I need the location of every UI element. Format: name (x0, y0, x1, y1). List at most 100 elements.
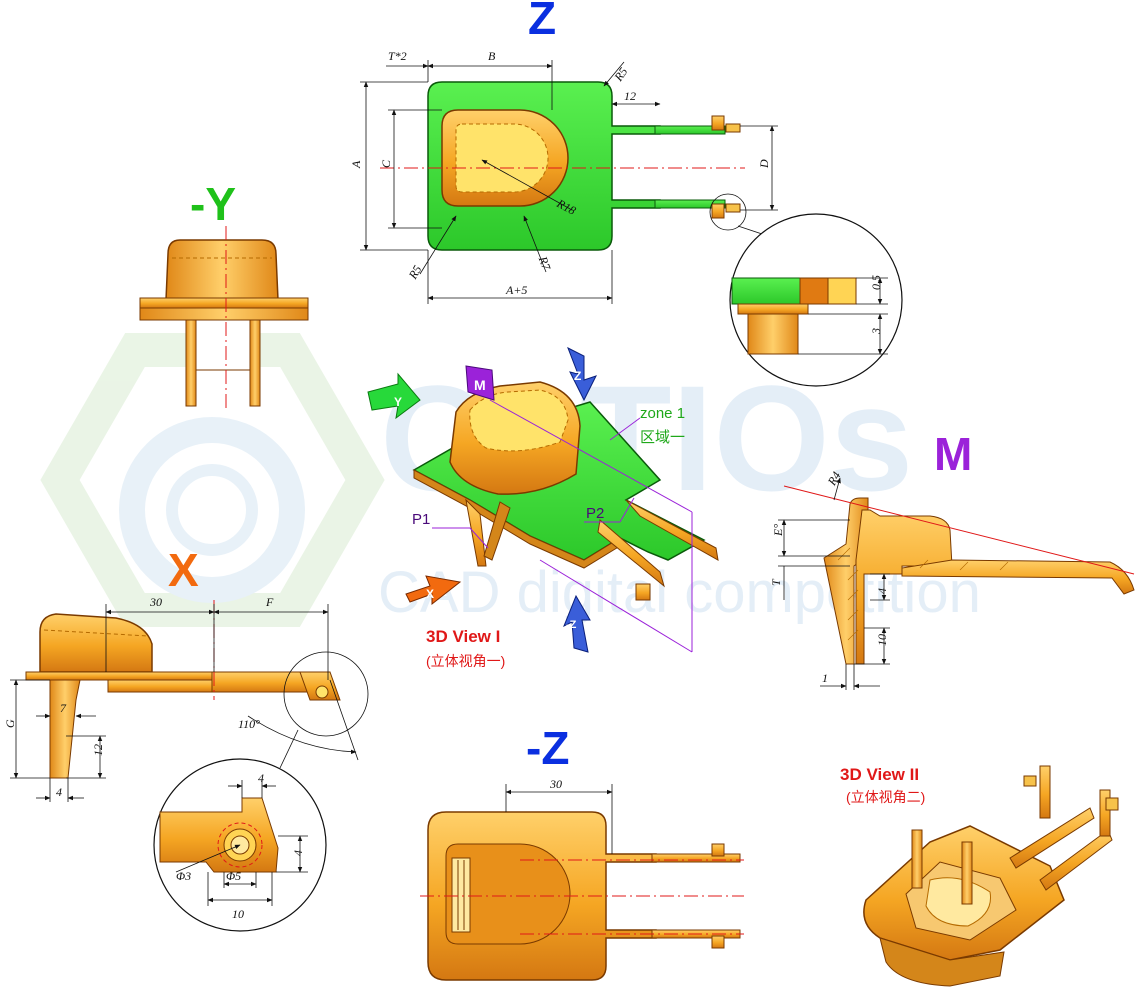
3d1-leg-2 (483, 501, 511, 561)
z-pin-bottom (711, 203, 725, 219)
m-marker-label: M (474, 377, 486, 393)
x-plate-step (107, 679, 213, 693)
3d2-post-2 (961, 841, 973, 905)
arrow-x-label: X (426, 587, 434, 601)
dim-t2: T*2 (388, 49, 407, 63)
dim-x-7: 7 (60, 701, 67, 715)
m-guide-red (783, 485, 1135, 575)
neg-y-plate-rim (139, 307, 309, 321)
view-m-title: M (934, 428, 972, 480)
3d2-pin-1 (1023, 775, 1037, 787)
neg-y-dome (165, 239, 279, 301)
dim-m-4: 4 (875, 588, 889, 594)
dim-m-10: 10 (875, 634, 889, 646)
m-arm (901, 559, 1135, 595)
dim-e: E° (771, 524, 785, 537)
3d1-arm-2 (597, 519, 665, 588)
dim-12: 12 (624, 89, 636, 103)
dim-a: A (349, 160, 363, 169)
dim-phi3: Φ3 (176, 869, 191, 883)
p1-label: P1 (412, 511, 430, 528)
dim-x-detail-10: 10 (232, 907, 244, 921)
view-neg-y-title: -Y (190, 178, 236, 230)
view-3d-2: 3D View II (立体视角二) (840, 765, 1119, 987)
z-dome-top (455, 123, 549, 193)
neg-y-box (195, 319, 251, 371)
arrow-z-label: Z (574, 369, 581, 383)
3d1-section-lines (432, 399, 693, 653)
x-dome (39, 613, 153, 673)
z-detail-marker (709, 193, 747, 231)
3d2-arm-2 (1039, 829, 1113, 891)
arrow-y-icon (367, 372, 421, 420)
z-pin-top (711, 115, 725, 131)
x-detail-leader (279, 729, 299, 769)
3d2-arm-1 (1009, 807, 1095, 869)
dim-b: B (488, 49, 496, 63)
dim-x-30: 30 (149, 595, 162, 609)
3d2-post-4 (1099, 789, 1111, 837)
dim-neg-z-30: 30 (549, 777, 562, 791)
dim-g: G (3, 719, 17, 728)
dim-m-1: 1 (822, 671, 828, 685)
m-hatch (837, 547, 1009, 641)
arrow-neg-z-icon (563, 594, 591, 653)
z-dims (360, 60, 778, 304)
3d1-arm-1 (625, 499, 719, 561)
z-arm-top (654, 125, 726, 135)
x-dome-edge (43, 629, 149, 637)
neg-y-plate (139, 297, 309, 309)
3d1-dome-top (469, 389, 569, 452)
3d-view-1-subtitle: (立体视角一) (426, 653, 505, 669)
dim-d: D (757, 159, 771, 169)
neg-z-pin-top (711, 843, 725, 857)
dim-x-detail-4: 4 (258, 771, 264, 785)
dim-x-12: 12 (91, 744, 105, 756)
3d-view-2-title: 3D View II (840, 765, 919, 784)
dim-r4: R4 (824, 469, 843, 488)
view-neg-z-title: -Z (526, 722, 569, 774)
view-m: M R4 E° T 4 10 1 (769, 428, 1135, 690)
x-detail-marker (283, 651, 369, 737)
dim-r5-top: R5 (611, 65, 631, 85)
dim-x-4: 4 (56, 785, 62, 799)
3d2-post-1 (911, 829, 923, 889)
z-detail-circle (729, 213, 903, 387)
3d2-post-3 (1039, 765, 1051, 819)
x-detail-circle (153, 758, 327, 932)
dim-110: 110° (238, 717, 260, 731)
m-marker-icon (465, 365, 495, 401)
view-neg-y: -Y (139, 178, 309, 412)
neg-z-arm-top (651, 853, 741, 863)
neg-y-leg-left (185, 319, 197, 407)
dim-3: 3 (869, 328, 883, 335)
x-leg (49, 679, 81, 779)
m-r4-leader (833, 477, 841, 501)
arrow-neg-z-label: -Z (566, 619, 577, 631)
3d1-pin (635, 583, 651, 601)
neg-z-cutout (451, 857, 471, 933)
dim-t: T (769, 578, 783, 586)
dim-a5: A+5 (505, 283, 527, 297)
arrow-y-label: Y (394, 395, 402, 409)
dim-f: F (265, 595, 274, 609)
3d2-pin-2 (1105, 797, 1119, 811)
x-plate (25, 671, 213, 681)
m-dims (778, 519, 890, 690)
dim-r7: R7 (535, 254, 553, 273)
arrow-x-icon (405, 575, 462, 606)
watermark-gear-icon (40, 333, 385, 627)
x-hole (315, 685, 329, 699)
zone-label-cn: 区域一 (640, 429, 685, 446)
neg-z-dims (505, 784, 613, 854)
neg-y-leg-right (249, 319, 261, 407)
zone-label: zone 1 (640, 405, 685, 422)
arrow-z-icon (567, 346, 597, 402)
view-z: Z (349, 0, 903, 387)
3d2-tray-side (879, 937, 1005, 987)
view-z-title: Z (528, 0, 556, 44)
3d-view-1-title: 3D View I (426, 627, 500, 646)
neg-z-pin-bottom (711, 935, 725, 949)
